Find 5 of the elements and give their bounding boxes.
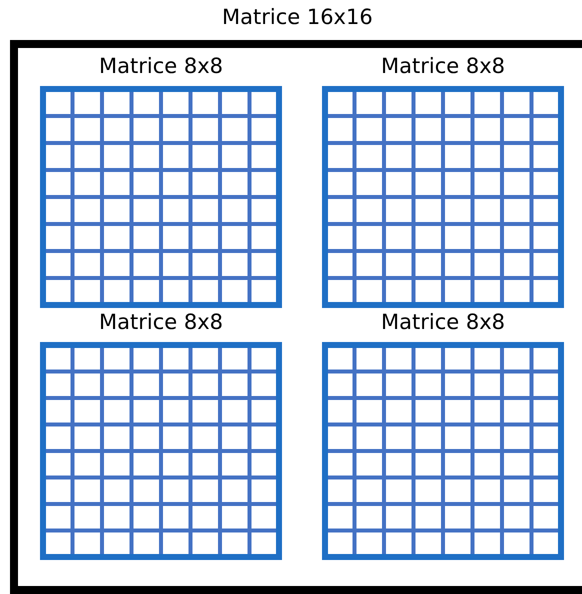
grid-heading: Matrice 8x8 (98, 54, 224, 78)
frame-title: Matrice 16x16 (222, 5, 373, 29)
grid-heading: Matrice 8x8 (98, 310, 224, 334)
grid-heading: Matrice 8x8 (380, 310, 506, 334)
grid-heading: Matrice 8x8 (380, 54, 506, 78)
